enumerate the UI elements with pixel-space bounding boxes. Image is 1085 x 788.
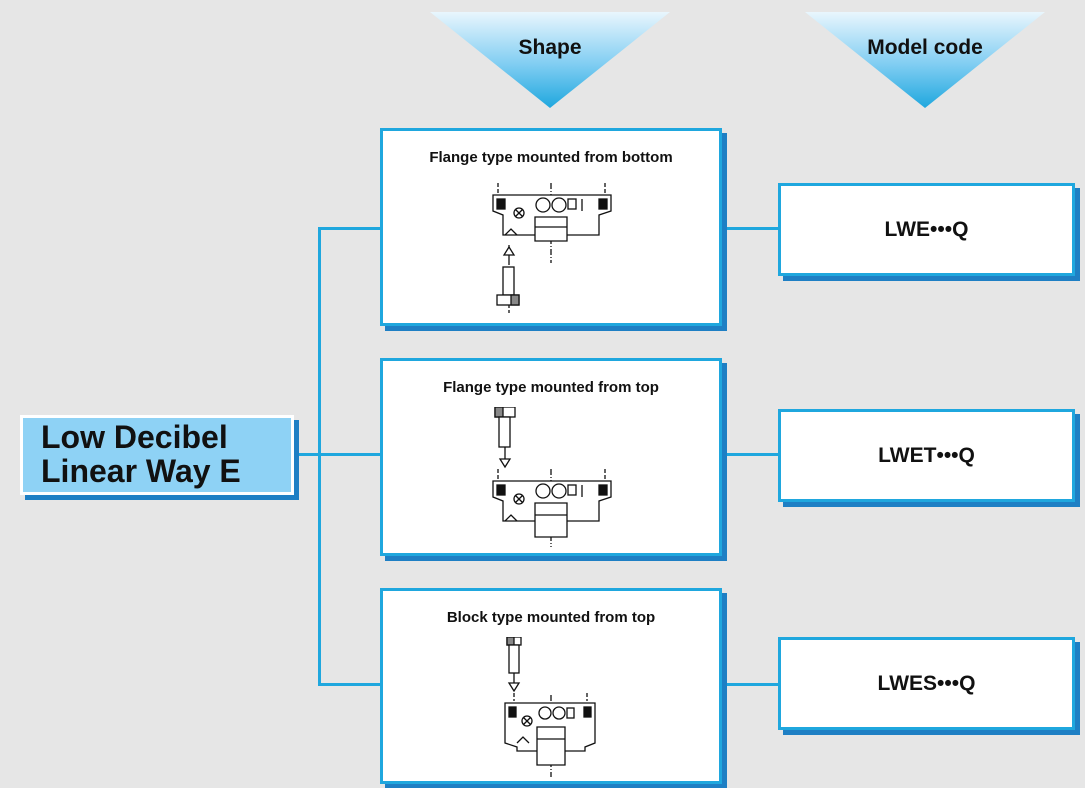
branch-line-2 [318, 453, 382, 456]
model-code-header-label: Model code [867, 36, 983, 59]
shape-header: Shape [430, 0, 670, 108]
tree-trunk-line [318, 227, 321, 686]
model-line-1 [722, 227, 780, 230]
shape-box-1: Flange type mounted from bottom [380, 128, 722, 326]
shape-header-label: Shape [518, 36, 582, 59]
model-box-3: LWES•••Q [778, 637, 1075, 730]
product-connector-line [294, 453, 320, 456]
model-box-2: LWET•••Q [778, 409, 1075, 502]
model-code-2: LWET•••Q [878, 443, 975, 467]
shape-title-1: Flange type mounted from bottom [429, 149, 673, 166]
shape-title-2: Flange type mounted from top [443, 379, 659, 396]
shape-title-3: Block type mounted from top [446, 609, 656, 626]
model-code-header: Model code [805, 0, 1045, 108]
shape-box-2: Flange type mounted from top [380, 358, 722, 556]
branch-line-3 [318, 683, 382, 686]
shape-box-3: Block type mounted from top [380, 588, 722, 784]
product-name-line-2: Linear Way E [41, 453, 241, 489]
product-name-line-1: Low Decibel [41, 419, 228, 455]
model-line-2 [722, 453, 780, 456]
model-code-1: LWE•••Q [884, 217, 969, 241]
shape-header-arrow [430, 12, 670, 108]
product-box: Low Decibel Linear Way E [20, 415, 294, 495]
block-top-mount-drawing [504, 637, 596, 777]
model-code-3: LWES•••Q [877, 671, 976, 695]
flange-block-top-mount-drawing [492, 407, 612, 547]
branch-line-1 [318, 227, 382, 230]
model-code-header-arrow [805, 12, 1045, 108]
flange-block-bottom-mount-drawing [492, 183, 612, 313]
model-box-1: LWE•••Q [778, 183, 1075, 276]
model-line-3 [722, 683, 780, 686]
